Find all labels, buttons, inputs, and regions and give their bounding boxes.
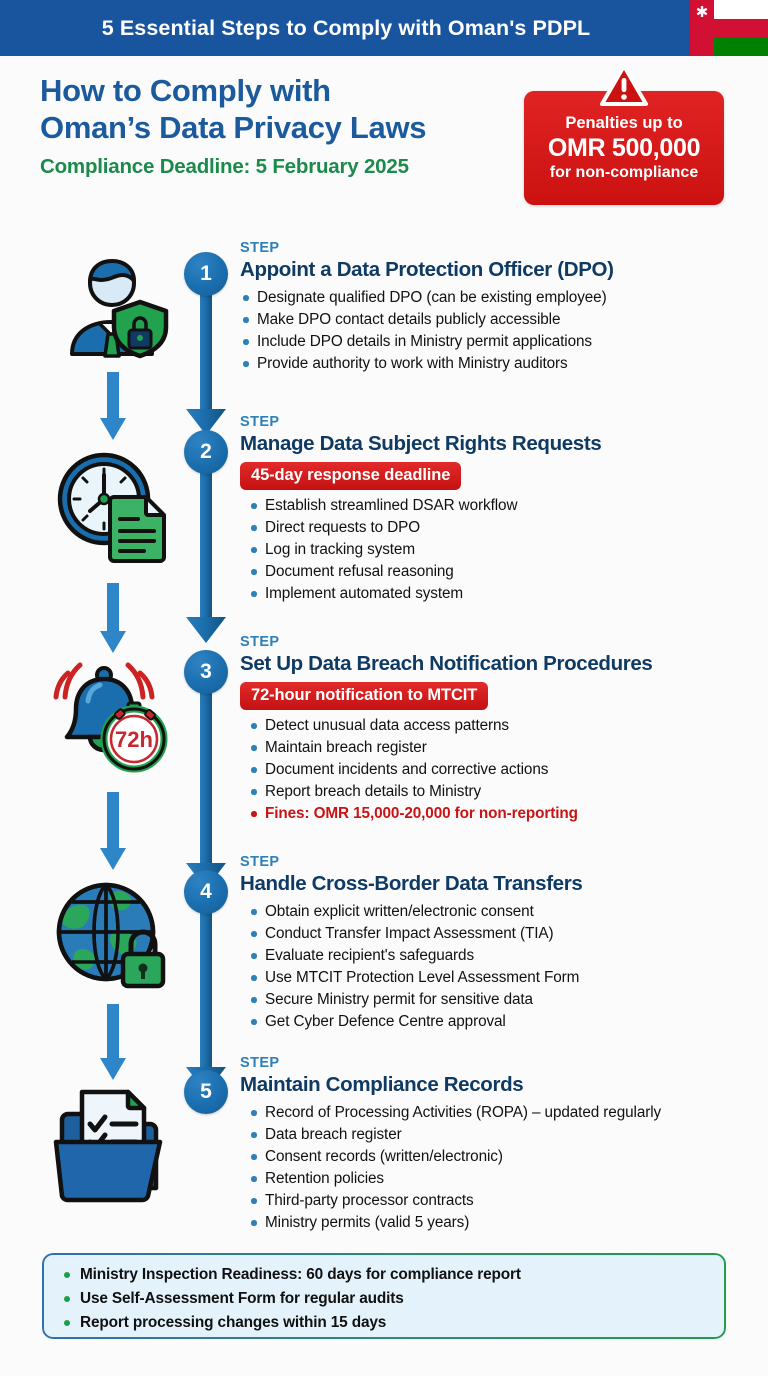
headline-block: How to Comply with Oman’s Data Privacy L… [40,72,510,179]
footer-list: Ministry Inspection Readiness: 60 days f… [42,1253,726,1333]
step-kicker-4: STEP [240,854,280,870]
list-item: Third-party processor contracts [240,1190,750,1211]
step-title-2: Manage Data Subject Rights Requests [240,432,602,455]
penalty-badge: Penalties up to OMR 500,000 for non-comp… [524,91,724,205]
step-bullets-2: Establish streamlined DSAR workflow Dire… [240,495,750,604]
step-kicker-1: STEP [240,240,280,256]
oman-flag-icon: ✱ [690,0,768,56]
penalty-amount: OMR 500,000 [547,133,701,162]
list-item: Obtain explicit written/electronic conse… [240,901,750,922]
list-item: Get Cyber Defence Centre approval [240,1011,750,1032]
compliance-deadline: Compliance Deadline: 5 February 2025 [40,155,409,178]
list-item: Implement automated system [240,583,750,604]
list-item: Designate qualified DPO (can be existing… [240,287,750,308]
top-banner: 5 Essential Steps to Comply with Oman's … [0,0,768,56]
step-title-5: Maintain Compliance Records [240,1073,524,1096]
step-kicker-5: STEP [240,1055,280,1071]
step-kicker-3: STEP [240,634,280,650]
list-item: Document incidents and corrective action… [240,759,760,780]
list-item: Retention policies [240,1168,750,1189]
list-item: Report processing changes within 15 days [62,1312,726,1333]
list-item: Log in tracking system [240,539,750,560]
step-number-5: 5 [184,1070,228,1114]
step-content-1: STEP Appoint a Data Protection Officer (… [240,240,750,375]
list-item: Conduct Transfer Impact Assessment (TIA) [240,923,750,944]
bell-stopwatch-icon: 72h [46,655,178,775]
step-content-2: STEP Manage Data Subject Rights Requests… [240,414,750,605]
step-bullets-5: Record of Processing Activities (ROPA) –… [240,1102,750,1233]
step-bullets-4: Obtain explicit written/electronic conse… [240,901,750,1032]
stopwatch-label: 72h [115,727,153,752]
list-item: Consent records (written/electronic) [240,1146,750,1167]
list-item: Make DPO contact details publicly access… [240,309,750,330]
list-item: Document refusal reasoning [240,561,750,582]
list-item: Provide authority to work with Ministry … [240,353,750,374]
step-content-5: STEP Maintain Compliance Records Record … [240,1055,750,1234]
step-number-3: 3 [184,650,228,694]
list-item: Data breach register [240,1124,750,1145]
list-item: Include DPO details in Ministry permit a… [240,331,750,352]
list-item: Maintain breach register [240,737,760,758]
headline-line-1: How to Comply with [40,73,331,108]
list-item: Evaluate recipient's safeguards [240,945,750,966]
list-item: Use Self-Assessment Form for regular aud… [62,1288,726,1309]
list-item: Use MTCIT Protection Level Assessment Fo… [240,967,750,988]
step-tag-3: 72-hour notification to MTCIT [240,682,489,710]
clock-document-icon [52,443,172,563]
khanjar-emblem-icon: ✱ [695,4,709,21]
list-item: Record of Processing Activities (ROPA) –… [240,1102,750,1123]
list-item: Detect unusual data access patterns [240,715,760,736]
list-item: Secure Ministry permit for sensitive dat… [240,989,750,1010]
penalty-line-3: for non-compliance [549,163,699,181]
officer-shield-icon [52,248,172,368]
footer-callout: Ministry Inspection Readiness: 60 days f… [42,1253,726,1339]
step-bullets-1: Designate qualified DPO (can be existing… [240,287,750,374]
list-item: Ministry permits (valid 5 years) [240,1212,750,1233]
step-title-1: Appoint a Data Protection Officer (DPO) [240,258,614,281]
list-item: Ministry Inspection Readiness: 60 days f… [62,1264,726,1285]
folder-checklist-icon [48,1082,180,1203]
step-number-4: 4 [184,870,228,914]
list-item: Establish streamlined DSAR workflow [240,495,750,516]
step-number-2: 2 [184,430,228,474]
list-item: Report breach details to Ministry [240,781,760,802]
step-tag-2: 45-day response deadline [240,462,462,490]
banner-title: 5 Essential Steps to Comply with Oman's … [101,15,591,40]
step-number-1: 1 [184,252,228,296]
step-title-4: Handle Cross-Border Data Transfers [240,872,583,895]
step-title-3: Set Up Data Breach Notification Procedur… [240,652,653,675]
step-content-3: STEP Set Up Data Breach Notification Pro… [240,634,760,825]
list-item: Direct requests to DPO [240,517,750,538]
warning-triangle-icon [600,64,648,106]
step-bullets-3: Detect unusual data access patterns Main… [240,715,760,824]
step-content-4: STEP Handle Cross-Border Data Transfers … [240,854,750,1033]
list-item-warning: Fines: OMR 15,000-20,000 for non-reporti… [240,803,760,824]
globe-lock-icon [52,876,172,996]
headline-line-2: Oman’s Data Privacy Laws [40,110,427,145]
step-kicker-2: STEP [240,414,280,430]
penalty-line-1: Penalties up to [565,113,683,132]
